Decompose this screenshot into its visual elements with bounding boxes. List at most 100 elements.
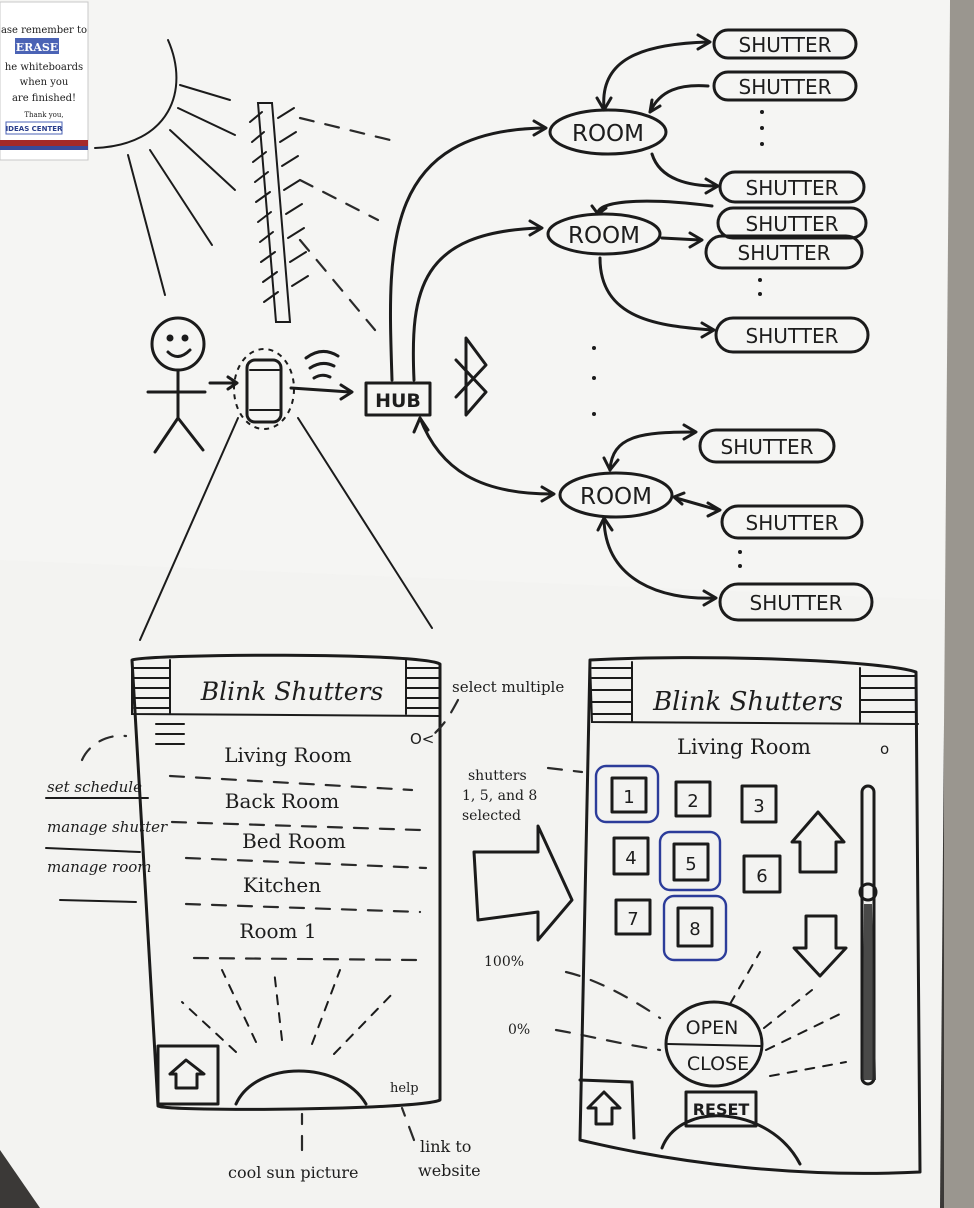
reset-button[interactable]: RESET — [684, 1090, 758, 1128]
note-line-6: Thank you, — [24, 111, 63, 119]
selected-note-1: shutters — [468, 768, 527, 784]
note-line-4: when you — [20, 77, 69, 88]
shutter-button-1[interactable]: 1 — [594, 764, 660, 824]
sun-rays-left — [181, 969, 397, 1055]
shutter-label: SHUTTER — [746, 324, 839, 348]
room-item-bed[interactable]: Bed Room — [242, 829, 346, 853]
shutter-down-arrow-icon[interactable] — [792, 914, 848, 978]
shutter-number-8: 8 — [689, 919, 700, 940]
shutter-number-6: 6 — [756, 866, 767, 887]
reset-button-label: RESET — [693, 1100, 750, 1119]
shutter-button-2[interactable]: 2 — [674, 780, 712, 818]
note-line-5: are finished! — [12, 93, 76, 104]
room-node-3: ROOM — [558, 471, 674, 519]
room-label-3: ROOM — [580, 484, 652, 510]
app-title-left: Blink Shutters — [200, 677, 384, 706]
sun-drawing — [94, 39, 236, 296]
hub-label: HUB — [375, 390, 421, 412]
shutter-label: SHUTTER — [746, 212, 839, 236]
shutter-label: SHUTTER — [750, 591, 843, 615]
app-title-right: Blink Shutters — [652, 687, 843, 717]
bluetooth-icon — [454, 336, 488, 417]
shutter-button-4[interactable]: 4 — [612, 836, 650, 876]
hamburger-menu-options: set schedule manage shutter manage room — [45, 734, 168, 903]
shutter-label: SHUTTER — [746, 176, 839, 200]
help-link[interactable]: help — [390, 1081, 419, 1096]
phone-drawing — [139, 348, 433, 641]
sun-caption: cool sun picture — [228, 1163, 359, 1182]
shutter-number-4: 4 — [625, 848, 636, 869]
phone-mockup-shutter-control: Blink Shutters Living Room o 1 2 3 4 — [578, 656, 922, 1175]
user-stick-figure — [146, 316, 239, 454]
shutter-number-3: 3 — [753, 796, 764, 817]
shutter-node: SHUTTER — [712, 70, 858, 102]
menu-manage-room[interactable]: manage room — [47, 858, 151, 876]
position-slider[interactable] — [858, 784, 878, 1086]
shutter-label: SHUTTER — [739, 33, 832, 57]
selected-note-3: selected — [462, 808, 521, 824]
shutter-up-arrow-icon[interactable] — [790, 810, 846, 874]
note-line-3: he whiteboards — [5, 62, 83, 73]
shutter-button-grid: 1 2 3 4 5 6 — [594, 764, 782, 962]
flow-annotations: select multiple shutters 1, 5, and 8 sel… — [228, 678, 662, 1182]
open-button[interactable]: OPEN — [686, 1017, 739, 1039]
close-button[interactable]: CLOSE — [687, 1053, 749, 1075]
shutter-node: SHUTTER — [718, 170, 866, 204]
room-node-1: ROOM — [548, 108, 668, 156]
room-shutter-connections — [590, 33, 722, 607]
shutter-node: SHUTTER — [704, 234, 864, 270]
home-icon-right — [586, 1090, 622, 1126]
room-label-1: ROOM — [572, 121, 644, 147]
link-note-1: link to — [420, 1137, 471, 1156]
room-item-kitchen[interactable]: Kitchen — [243, 873, 321, 897]
shutter-node: SHUTTER — [712, 28, 858, 60]
shutter-label: SHUTTER — [746, 511, 839, 535]
room-item-living[interactable]: Living Room — [224, 743, 352, 767]
shutter-button-5[interactable]: 5 — [658, 830, 722, 892]
room-node-2: ROOM — [546, 212, 662, 256]
home-button-left[interactable] — [156, 1044, 220, 1106]
window-shutter-drawing — [249, 102, 392, 332]
erase-reminder-note: ase remember to ERASE he whiteboards whe… — [0, 1, 89, 161]
hub-connections — [389, 119, 556, 503]
sun-picture-right — [660, 1114, 802, 1166]
select-multiple-line1: select multiple — [452, 678, 564, 696]
shutter-node: SHUTTER — [716, 206, 868, 240]
shutter-node: SHUTTER — [698, 428, 836, 464]
shutter-label: SHUTTER — [738, 241, 831, 265]
sun-picture-left — [234, 1069, 368, 1106]
multiselect-toggle-right[interactable]: o — [880, 740, 889, 758]
shutter-number-7: 7 — [627, 909, 638, 930]
whiteboard-glare — [0, 0, 950, 600]
menu-bars-left — [133, 659, 441, 715]
note-line-2: ERASE — [16, 41, 58, 54]
note-line-7: IDEAS CENTER — [6, 125, 63, 133]
shutter-node: SHUTTER — [714, 316, 870, 354]
sun-rays-right — [729, 951, 847, 1077]
slider-knob[interactable] — [858, 882, 878, 902]
shutter-number-2: 2 — [687, 791, 698, 812]
link-note-2: website — [418, 1161, 481, 1180]
open-close-control[interactable]: OPEN CLOSE — [664, 1000, 764, 1088]
shutter-number-5: 5 — [685, 854, 696, 875]
menu-manage-shutter[interactable]: manage shutter — [47, 818, 168, 836]
room-wall — [944, 0, 974, 1208]
shutter-label: SHUTTER — [721, 435, 814, 459]
multiselect-toggle-left[interactable]: O< — [410, 730, 434, 748]
note-line-1: ase remember to — [1, 25, 87, 36]
home-button-right[interactable] — [578, 1078, 636, 1140]
shutter-button-8[interactable]: 8 — [662, 894, 728, 962]
hamburger-icon[interactable] — [155, 723, 185, 745]
menu-bars-right — [591, 661, 917, 723]
home-icon-left — [168, 1058, 206, 1090]
menu-set-schedule[interactable]: set schedule — [47, 778, 142, 796]
room-title-right: Living Room — [677, 735, 811, 759]
room-item-room1[interactable]: Room 1 — [239, 919, 316, 943]
phone-mockup-room-list: Blink Shutters O< Living Room Back Room … — [130, 653, 442, 1111]
shutter-button-3[interactable]: 3 — [740, 784, 778, 824]
shutter-label: SHUTTER — [739, 75, 832, 99]
room-item-back[interactable]: Back Room — [225, 789, 339, 813]
room-label-2: ROOM — [568, 223, 640, 249]
shutter-button-6[interactable]: 6 — [742, 854, 782, 894]
shutter-button-7[interactable]: 7 — [614, 898, 652, 936]
